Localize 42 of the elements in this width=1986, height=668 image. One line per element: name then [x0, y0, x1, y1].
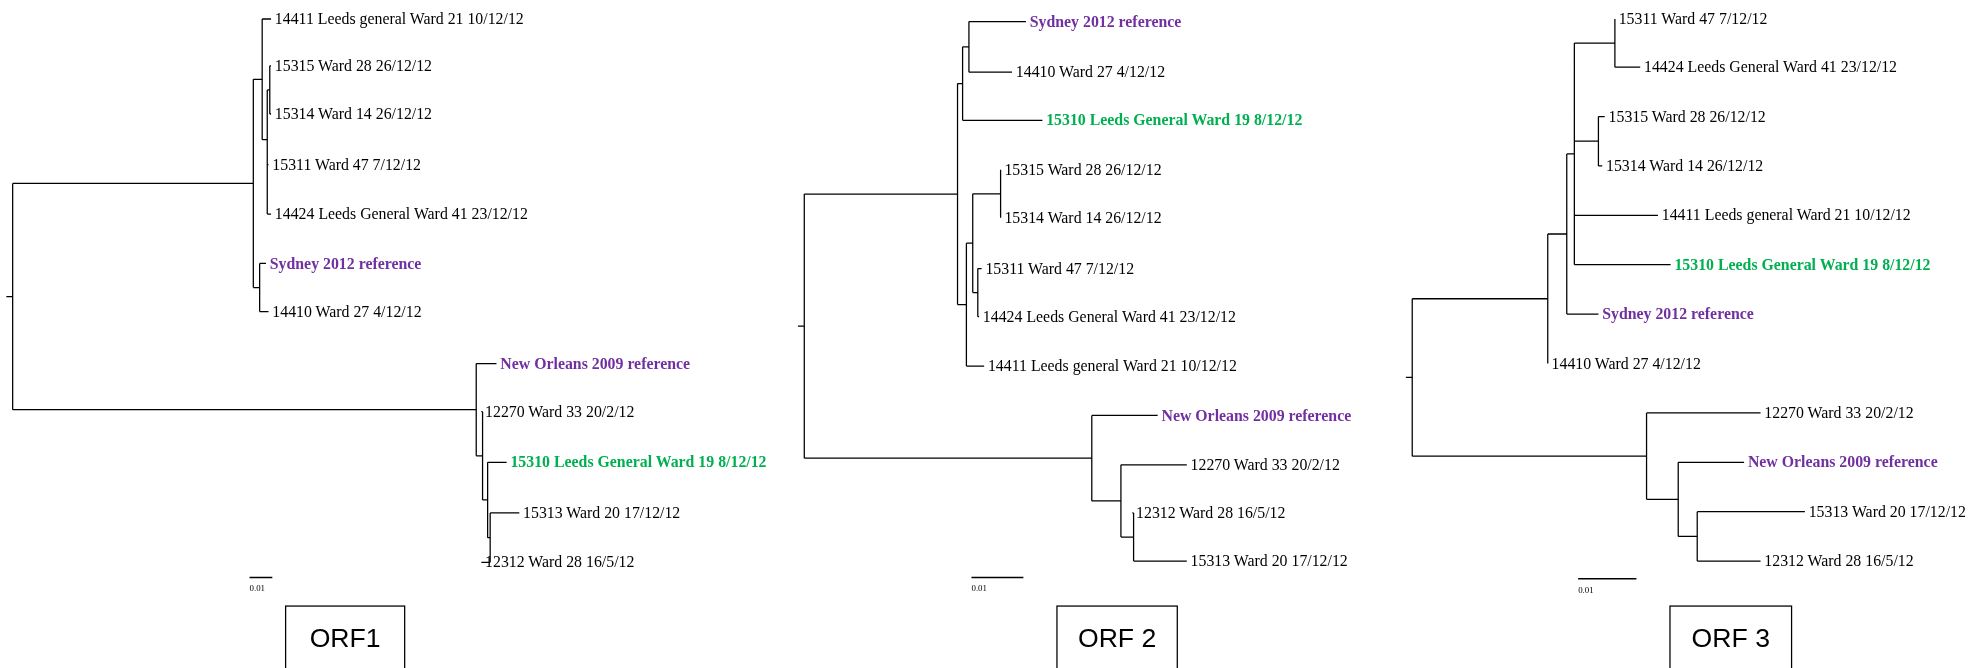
taxon-label: 14424 Leeds General Ward 41 23/12/12 — [982, 306, 1236, 327]
taxon-label: 12312 Ward 28 16/5/12 — [485, 552, 635, 573]
taxon-label: New Orleans 2009 reference — [500, 353, 691, 374]
taxon-label: 15315 Ward 28 26/12/12 — [1004, 159, 1162, 180]
title-box: ORF1 — [285, 605, 406, 668]
taxon-label: 15313 Ward 20 17/12/12 — [1190, 551, 1348, 572]
taxon-label: 14410 Ward 27 4/12/12 — [1551, 353, 1701, 374]
taxon-label: 14424 Leeds General Ward 41 23/12/12 — [1644, 57, 1898, 78]
taxon-label: 12270 Ward 33 20/2/12 — [1764, 403, 1914, 424]
taxon-label: 15311 Ward 47 7/12/12 — [1618, 9, 1768, 30]
taxon-label: 15313 Ward 20 17/12/12 — [1808, 501, 1966, 522]
taxon-label: 15315 Ward 28 26/12/12 — [274, 56, 433, 76]
taxon-label: 15310 Leeds General Ward 19 8/12/12 — [1674, 254, 1931, 275]
taxon-label: Sydney 2012 reference — [1029, 11, 1182, 32]
taxon-label: 12312 Ward 28 16/5/12 — [1136, 503, 1286, 524]
taxon-label: 15314 Ward 14 26/12/12 — [274, 104, 433, 125]
taxon-label: 14410 Ward 27 4/12/12 — [1015, 62, 1166, 83]
taxon-label: 15310 Leeds General Ward 19 8/12/12 — [1046, 110, 1303, 131]
scale-label: 0.01 — [249, 583, 266, 595]
taxon-label: 15311 Ward 47 7/12/12 — [272, 154, 421, 175]
title-box: ORF 2 — [1056, 605, 1178, 668]
taxon-label: 12312 Ward 28 16/5/12 — [1764, 551, 1914, 572]
taxon-label: 14411 Leeds general Ward 21 10/12/12 — [274, 9, 524, 30]
taxon-label: New Orleans 2009 reference — [1161, 405, 1352, 426]
taxon-label: 15314 Ward 14 26/12/12 — [1606, 156, 1764, 177]
taxon-label: 14424 Leeds General Ward 41 23/12/12 — [274, 204, 528, 225]
taxon-label: 14411 Leeds general Ward 21 10/12/12 — [1661, 205, 1911, 226]
taxon-label: 15313 Ward 20 17/12/12 — [523, 503, 681, 524]
taxon-label: 12270 Ward 33 20/2/12 — [1190, 454, 1340, 475]
taxon-label: New Orleans 2009 reference — [1747, 452, 1938, 473]
taxon-label: Sydney 2012 reference — [1602, 304, 1754, 325]
taxon-label: 15310 Leeds General Ward 19 8/12/12 — [510, 452, 767, 473]
taxon-label: Sydney 2012 reference — [269, 253, 422, 274]
scale-label: 0.01 — [1578, 585, 1594, 596]
title-box: ORF 3 — [1669, 605, 1793, 668]
taxon-label: 15311 Ward 47 7/12/12 — [985, 258, 1135, 279]
taxon-label: 12270 Ward 33 20/2/12 — [485, 401, 635, 422]
taxon-label: 14410 Ward 27 4/12/12 — [272, 301, 422, 322]
taxon-label: 15314 Ward 14 26/12/12 — [1004, 208, 1162, 228]
scale-label: 0.01 — [971, 583, 987, 595]
taxon-label: 15315 Ward 28 26/12/12 — [1608, 106, 1766, 127]
taxon-label: 14411 Leeds general Ward 21 10/12/12 — [987, 356, 1237, 377]
